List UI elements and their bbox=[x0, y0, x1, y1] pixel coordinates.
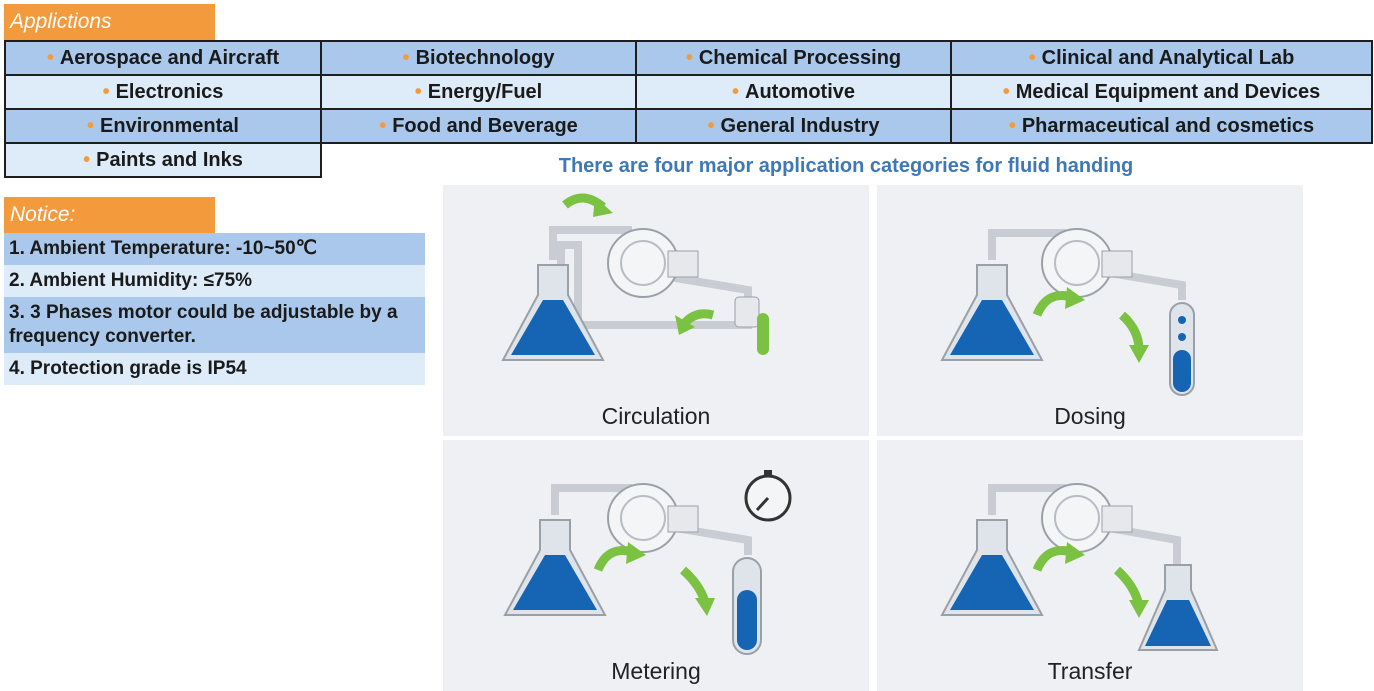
empty-cell bbox=[321, 143, 1372, 177]
panel-dosing: Dosing bbox=[877, 185, 1303, 436]
transfer-illustration bbox=[940, 483, 1219, 651]
panel-label: Dosing bbox=[1054, 403, 1126, 429]
flask-liquid bbox=[950, 300, 1034, 355]
flask-liquid bbox=[950, 555, 1034, 610]
application-cell: •Pharmaceutical and cosmetics bbox=[950, 108, 1373, 144]
flask-liquid bbox=[513, 555, 597, 610]
application-cell: •Automotive bbox=[635, 74, 952, 110]
application-cell: •General Industry bbox=[635, 108, 952, 144]
table-row: •Aerospace and Aircraft •Biotechnology •… bbox=[4, 40, 1373, 76]
pump-motor bbox=[1101, 505, 1133, 533]
application-cell: •Clinical and Analytical Lab bbox=[950, 40, 1373, 76]
table-row: •Paints and Inks bbox=[4, 142, 1372, 178]
application-cell: •Energy/Fuel bbox=[320, 74, 637, 110]
applications-header: Applictions bbox=[4, 4, 215, 40]
panel-label: Metering bbox=[611, 658, 701, 684]
panel-metering: Metering bbox=[443, 440, 869, 691]
tube-liquid bbox=[737, 590, 757, 650]
figure-caption: There are four major application categor… bbox=[558, 155, 1134, 177]
table-row: •Electronics •Energy/Fuel •Automotive •M… bbox=[4, 74, 1373, 110]
flask-liquid bbox=[511, 300, 595, 355]
table-row: •Environmental •Food and Beverage •Gener… bbox=[4, 108, 1373, 144]
application-cell: •Environmental bbox=[4, 108, 322, 144]
panel-label: Transfer bbox=[1047, 658, 1133, 684]
dosing-illustration bbox=[940, 228, 1195, 396]
droplet-icon bbox=[1178, 333, 1186, 341]
application-cell: •Biotechnology bbox=[320, 40, 637, 76]
circulation-illustration bbox=[501, 193, 769, 361]
metering-illustration bbox=[503, 470, 792, 655]
notice-item: 1. Ambient Temperature: -10~50℃ bbox=[4, 233, 425, 265]
pump-motor bbox=[667, 250, 699, 278]
pump-motor bbox=[667, 505, 699, 533]
tube-liquid bbox=[1173, 350, 1191, 392]
flow-arrow-head bbox=[593, 197, 613, 217]
application-cell: •Medical Equipment and Devices bbox=[950, 74, 1373, 110]
notice-item: 3. 3 Phases motor could be adjustable by… bbox=[4, 297, 425, 353]
pump-motor bbox=[1101, 250, 1133, 278]
valve-handle bbox=[757, 313, 769, 355]
panel-transfer: Transfer bbox=[877, 440, 1303, 691]
applications-table: •Aerospace and Aircraft •Biotechnology •… bbox=[4, 40, 1373, 178]
application-cell: •Paints and Inks bbox=[4, 142, 322, 178]
valve-icon bbox=[734, 296, 760, 328]
flow-arrow-icon bbox=[679, 566, 710, 604]
application-cell: •Chemical Processing bbox=[635, 40, 952, 76]
application-figure: Circulation Dosing bbox=[443, 185, 1303, 691]
flow-arrow-icon bbox=[1118, 311, 1144, 351]
panel-circulation: Circulation bbox=[443, 185, 869, 436]
application-cell: •Aerospace and Aircraft bbox=[4, 40, 322, 76]
droplet-icon bbox=[1178, 316, 1186, 324]
application-cell: •Electronics bbox=[4, 74, 322, 110]
notice-item: 2. Ambient Humidity: ≤75% bbox=[4, 265, 425, 297]
notice-header: Notice: bbox=[4, 197, 215, 233]
notice-list: 1. Ambient Temperature: -10~50℃ 2. Ambie… bbox=[4, 233, 425, 385]
flow-arrow-icon bbox=[1113, 566, 1144, 607]
flask-liquid bbox=[1145, 600, 1211, 646]
panel-label: Circulation bbox=[601, 403, 711, 429]
notice-item: 4. Protection grade is IP54 bbox=[4, 353, 425, 385]
application-cell: •Food and Beverage bbox=[320, 108, 637, 144]
